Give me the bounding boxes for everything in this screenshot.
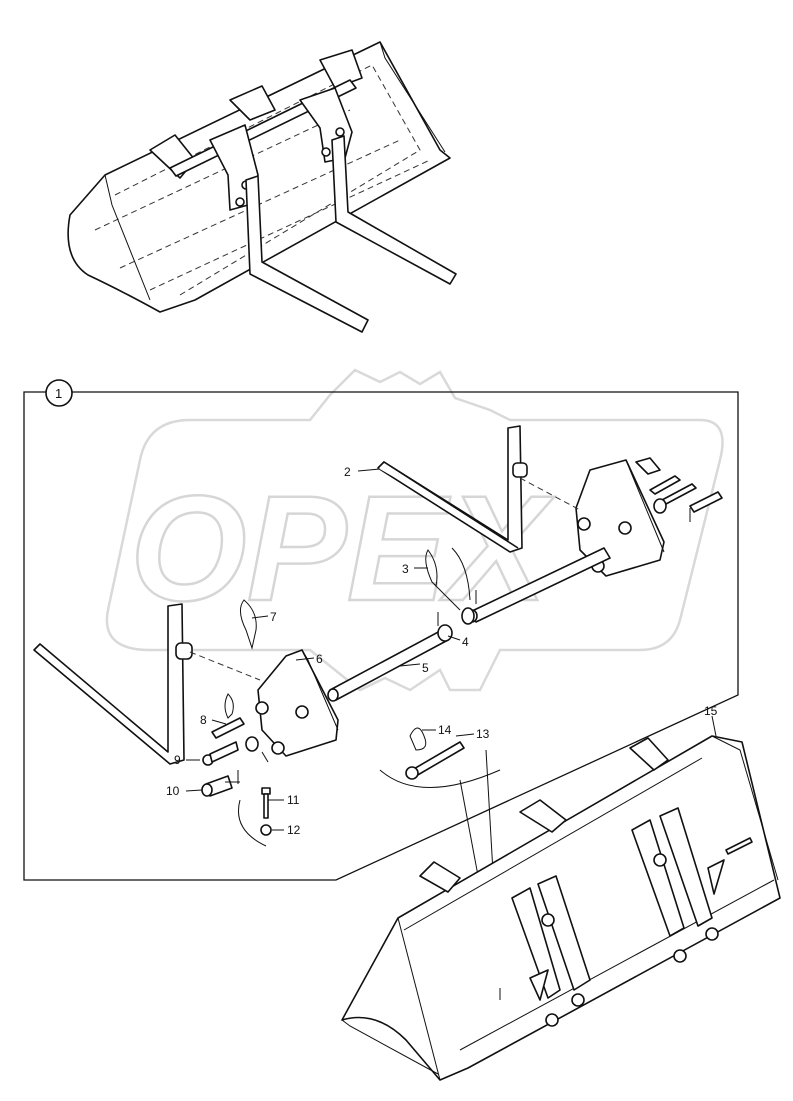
callout-12: 12: [287, 823, 301, 837]
group-1-frame: 1: [23, 379, 739, 881]
assembled-bucket-with-forks: [67, 41, 457, 333]
callout-14: 14: [438, 723, 452, 737]
callout-2: 2: [344, 465, 351, 479]
callout-7: 7: [270, 610, 277, 624]
group-number: 1: [55, 386, 62, 401]
lower-axle-pin: [327, 590, 477, 702]
group-number-circle: [45, 379, 73, 407]
callout-13: 13: [476, 727, 490, 741]
left-fork: [33, 603, 261, 765]
callout-15: 15: [704, 704, 718, 718]
right-fork: [377, 425, 528, 553]
bolt-and-nut: [238, 787, 272, 847]
callout-labels: 2 3 4 5 6 7 8 9 10 11 12 13 14 15: [166, 465, 718, 837]
callout-leaders: [185, 468, 717, 831]
cotter-pin-3: [425, 547, 471, 611]
callout-6: 6: [316, 652, 323, 666]
callout-11: 11: [287, 793, 300, 807]
callout-3: 3: [402, 562, 409, 576]
callout-5: 5: [422, 661, 429, 675]
callout-4: 4: [462, 635, 469, 649]
callout-9: 9: [174, 753, 181, 767]
bucket: [341, 735, 781, 1081]
left-bracket-plate: [201, 599, 339, 797]
callout-10: 10: [166, 784, 180, 798]
callout-8: 8: [200, 713, 207, 727]
